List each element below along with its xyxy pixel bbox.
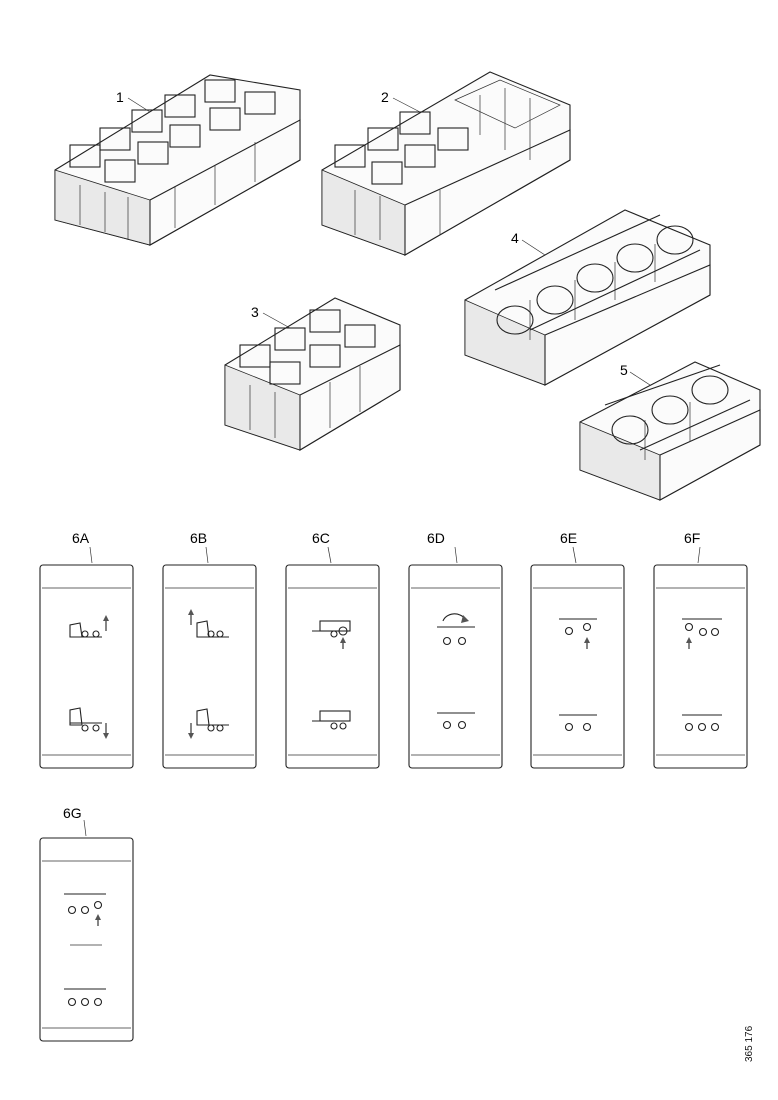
axle-raise-icon — [559, 618, 597, 649]
panel-6A — [39, 546, 134, 769]
trailer-lower-icon — [312, 710, 351, 730]
three-axle-raise-icon — [682, 618, 722, 649]
axle-down-icon — [437, 712, 475, 730]
panel-6E — [530, 546, 625, 769]
panel-6G-label: 6G — [63, 805, 82, 821]
three-axle-raise-rear-icon — [64, 893, 106, 926]
panel-6F-label: 6F — [684, 530, 700, 546]
callout-3: 3 — [251, 304, 259, 320]
axle-normal-icon — [559, 714, 597, 732]
panel-6C — [285, 546, 380, 769]
callout-2: 2 — [381, 89, 389, 105]
panel-6A-label: 6A — [72, 530, 90, 546]
panel-6F — [653, 546, 748, 769]
panel-6B — [162, 546, 257, 769]
front-lower-icon — [188, 708, 229, 739]
callout-4: 4 — [511, 230, 519, 246]
rotate-axle-icon — [437, 613, 475, 646]
truck-raise-icon — [69, 615, 109, 638]
panel-6B-label: 6B — [190, 530, 207, 546]
truck-lower-icon — [69, 707, 109, 739]
panel-6G — [39, 819, 134, 1042]
panel-6C-label: 6C — [312, 530, 330, 546]
callout-5: 5 — [620, 362, 628, 378]
three-axle-normal-icon — [64, 988, 106, 1007]
relay-holder-item-2 — [321, 71, 571, 256]
three-axle-normal-icon — [682, 714, 722, 732]
panel-6D-label: 6D — [427, 530, 445, 546]
front-raise-icon — [188, 609, 229, 638]
frame-item-5 — [579, 361, 761, 501]
trailer-raise-icon — [312, 620, 351, 649]
relay-holder-item-3 — [224, 297, 401, 451]
panel-6D — [408, 546, 503, 769]
document-id: 365 176 — [744, 1025, 755, 1062]
panel-6E-label: 6E — [560, 530, 577, 546]
frame-item-4 — [464, 209, 711, 386]
relay-holder-item-1 — [54, 74, 301, 246]
callout-1: 1 — [116, 89, 124, 105]
